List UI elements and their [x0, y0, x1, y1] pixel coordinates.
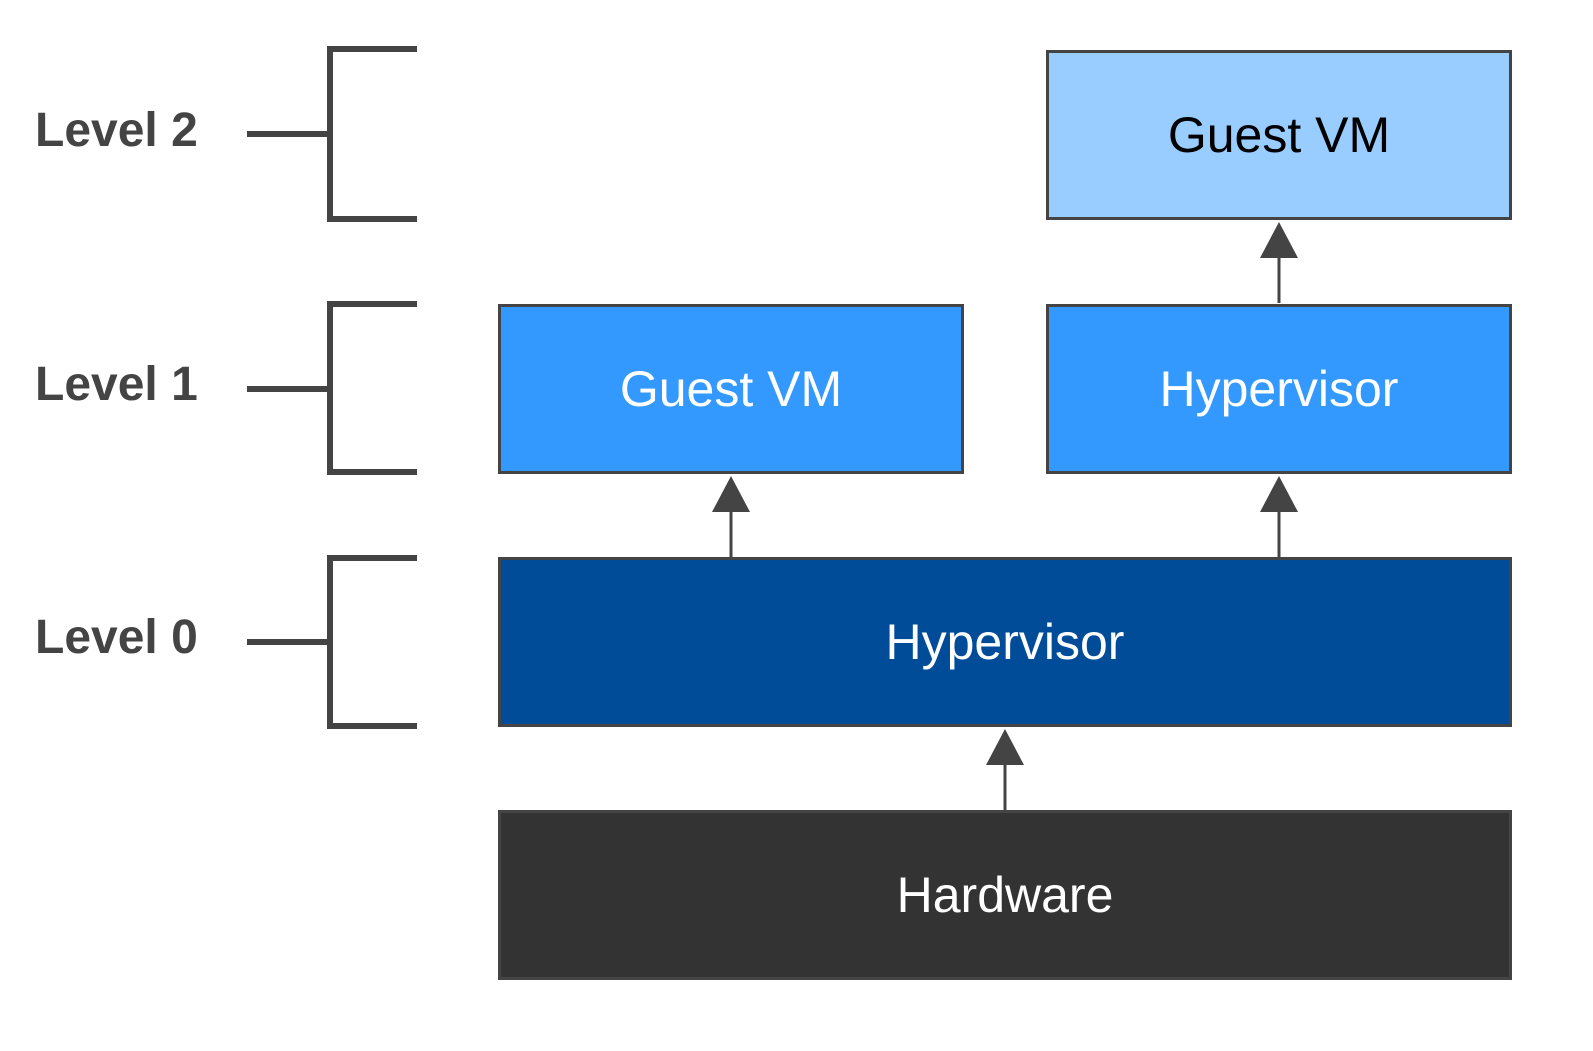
level-0-hypervisor-label: Hypervisor [885, 614, 1125, 670]
level-1-label: Level 1 [35, 358, 198, 411]
level-0-label: Level 0 [35, 611, 198, 664]
level-2-label: Level 2 [35, 104, 198, 157]
arrow-hardware-to-hypervisor [986, 729, 1024, 810]
level-0-hypervisor-box: Hypervisor [498, 557, 1512, 727]
arrow-l0-hypervisor-to-l1-guest-vm [712, 476, 750, 557]
level-2-guest-vm-box: Guest VM [1046, 50, 1512, 220]
level-1-bracket [247, 301, 417, 475]
level-1-hypervisor-box: Hypervisor [1046, 304, 1512, 474]
level-1-guest-vm-label: Guest VM [619, 361, 843, 417]
hardware-label: Hardware [896, 867, 1114, 923]
arrow-l0-hypervisor-to-l1-hypervisor [1260, 476, 1298, 557]
level-1-hypervisor-label: Hypervisor [1159, 361, 1399, 417]
level-0-bracket [247, 555, 417, 729]
level-2-bracket [247, 46, 417, 222]
level-1-guest-vm-box: Guest VM [498, 304, 964, 474]
level-2-guest-vm-label: Guest VM [1167, 107, 1391, 163]
arrow-l1-hypervisor-to-l2-guest-vm [1260, 222, 1298, 303]
hardware-box: Hardware [498, 810, 1512, 980]
